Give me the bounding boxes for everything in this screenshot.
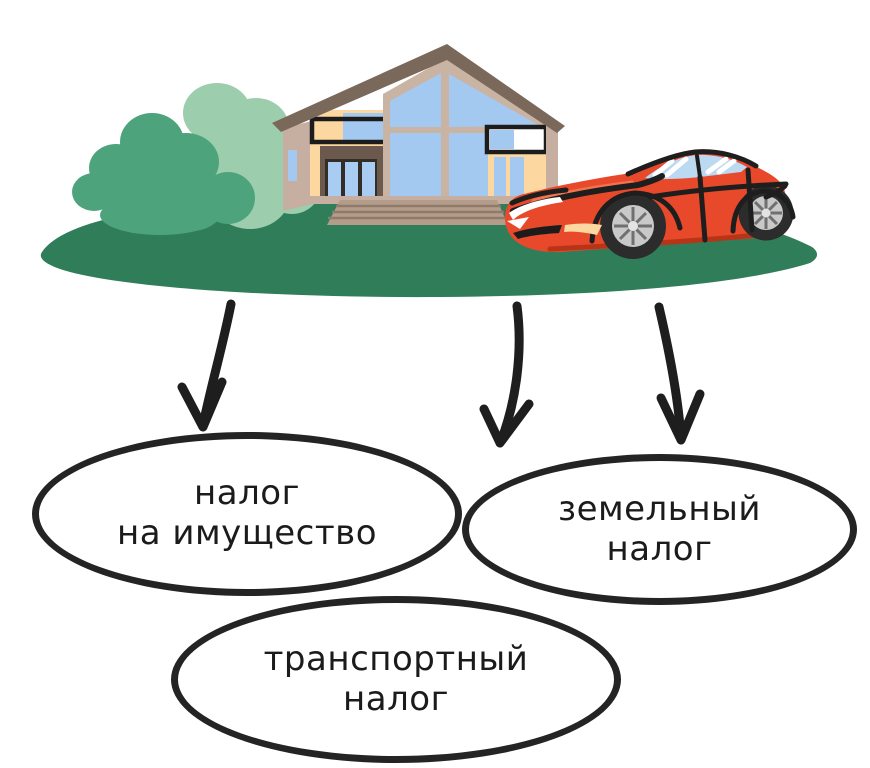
house-side-wall	[283, 121, 312, 211]
step-lines	[328, 204, 507, 220]
bumper-slot	[513, 225, 562, 239]
window-pane	[345, 162, 358, 198]
arrow-to-transport-tax	[654, 302, 705, 445]
bush-front-dark	[72, 113, 255, 235]
window-pane	[328, 162, 341, 198]
right-wing-door-mullion	[506, 157, 510, 201]
front-wheel-hub	[628, 221, 638, 231]
right-edge-wall	[546, 124, 558, 205]
house-illustration	[272, 44, 565, 225]
bumper-cream-patch	[564, 223, 602, 235]
side-window	[288, 150, 297, 181]
connector-arrows	[177, 299, 705, 448]
car-bottom-shadow	[547, 232, 760, 252]
glass-pane-bottom-mid	[449, 133, 488, 196]
bubble-label-line: земельный	[557, 488, 761, 529]
rear-wheel-hub	[761, 208, 771, 218]
rear-wheel	[738, 185, 794, 241]
bubble-label-line: транспортный	[263, 638, 529, 679]
bubble-label-line: налог	[343, 678, 449, 719]
bubble-property-tax: налог на имущество	[32, 432, 462, 596]
glass-highlights	[652, 156, 737, 178]
window-pane	[362, 162, 375, 198]
tesla-badge	[507, 217, 529, 229]
lower-wall-cream-strip	[310, 146, 322, 202]
house-roof	[272, 44, 565, 133]
arrow-to-property-tax	[177, 299, 236, 432]
glass-pane-top-right	[449, 74, 540, 127]
bubble-label-line: на имущество	[116, 513, 378, 553]
glass-pane-bottom-left	[390, 133, 441, 196]
arrow-to-land-tax	[479, 301, 534, 448]
balcony-glass-right	[490, 130, 514, 149]
bubble-transport-tax: транспортный налог	[171, 596, 621, 763]
bubble-label-line: налог	[194, 473, 300, 514]
bubble-label-line: налог	[606, 528, 713, 569]
front-wheel	[600, 193, 666, 259]
headlight	[509, 197, 563, 220]
bubble-land-tax: земельный налог	[462, 454, 857, 605]
green-bushes	[72, 83, 320, 235]
glass-pane-top-left	[390, 73, 441, 127]
b-pillar-line	[695, 154, 702, 179]
car-illustration	[504, 149, 796, 259]
